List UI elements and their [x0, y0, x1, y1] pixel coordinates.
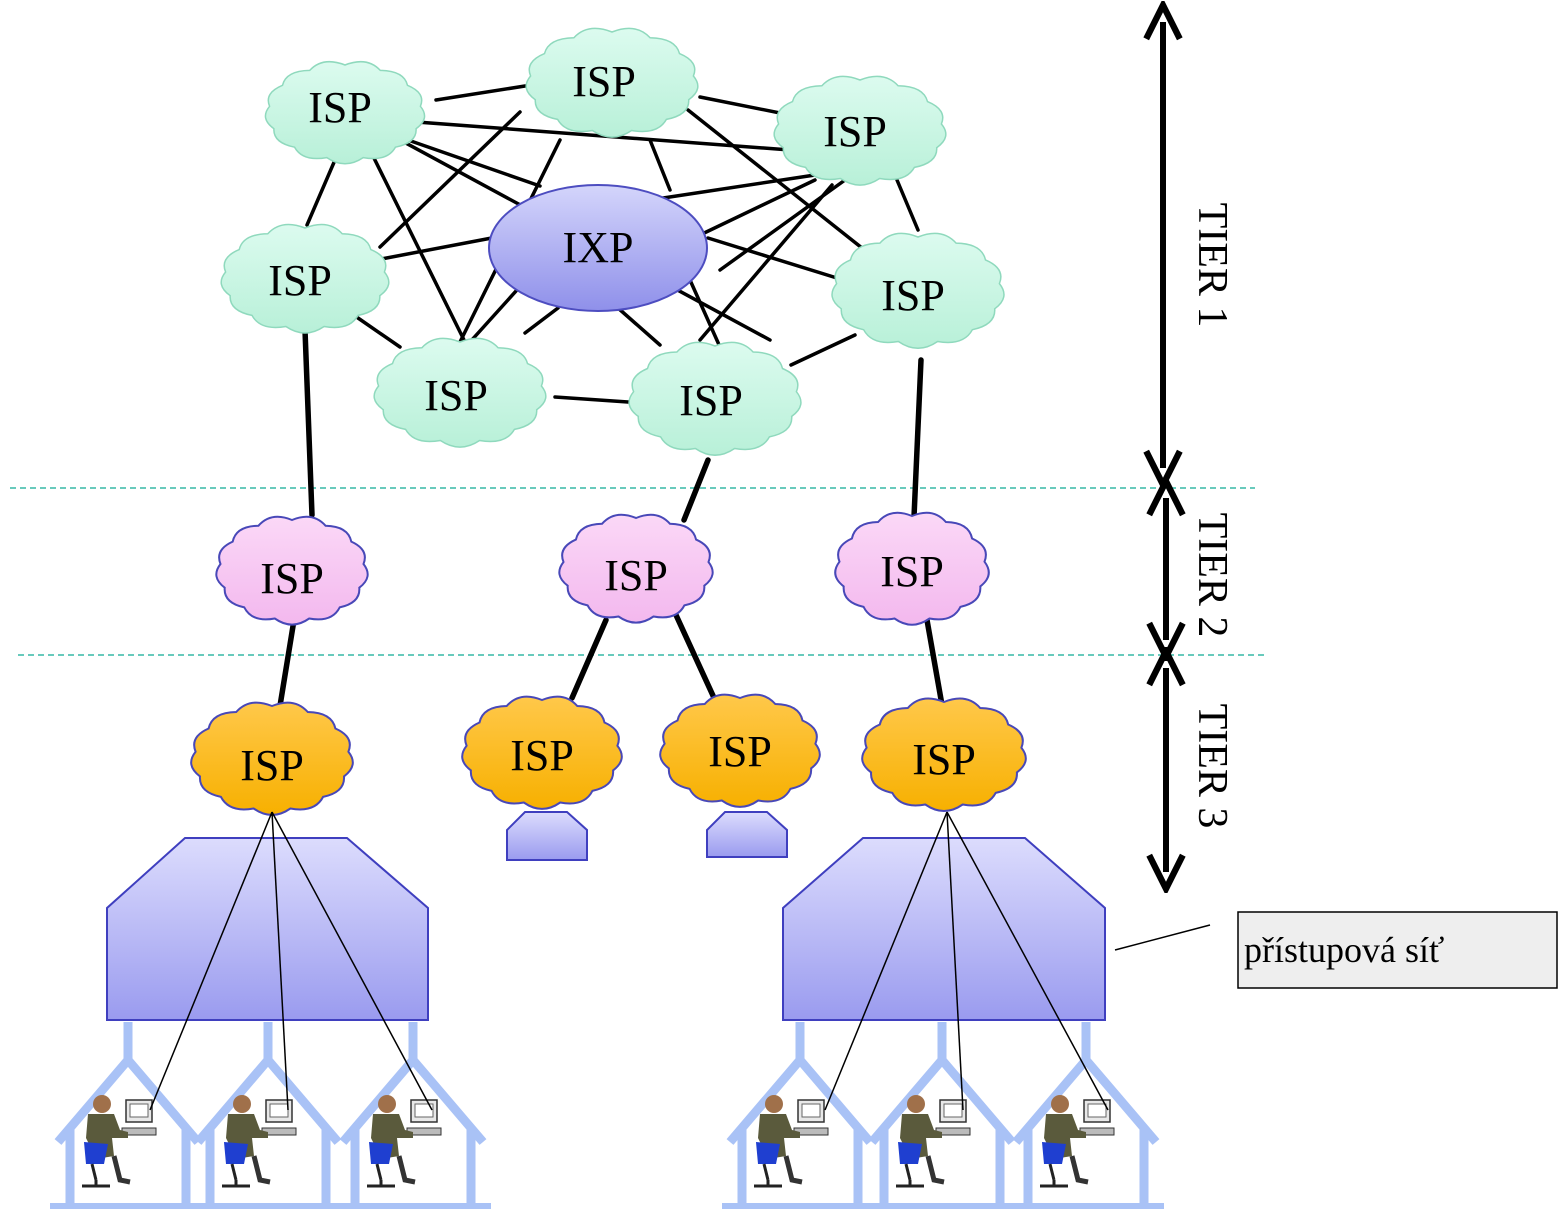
cloud-icon: [373, 337, 547, 448]
tier1-isp-5: ISP: [831, 232, 1005, 349]
tier2-isp-3: ISP: [834, 511, 990, 626]
house-icon: [339, 1022, 487, 1206]
house-6: [1008, 1022, 1164, 1209]
cloud-icon: [558, 513, 714, 624]
isp-label: ISP: [424, 371, 488, 420]
access-lines: [149, 811, 1109, 1111]
isp-label: ISP: [823, 107, 887, 156]
house-3: [335, 1022, 491, 1209]
tier3-label: TIER 3: [1189, 704, 1235, 829]
tier1-label: TIER 1: [1189, 203, 1235, 328]
isp-clouds: ISP ISP ISP ISP ISP ISP ISP ISP ISP ISP ISP ISP ISP I…: [190, 27, 1027, 816]
tier-arrows: [1163, 22, 1166, 872]
cloud-icon: [831, 232, 1005, 349]
isp-label: ISP: [572, 57, 636, 106]
homes: [50, 1022, 1164, 1209]
isp-label: ISP: [240, 741, 304, 790]
tier2-label: TIER 2: [1189, 513, 1235, 638]
tier2-isp-1: ISP: [215, 515, 369, 626]
isp-label: ISP: [308, 83, 372, 132]
small-access-network-1: [506, 811, 588, 861]
isp-label: ISP: [912, 735, 976, 784]
house-5: [864, 1022, 1020, 1209]
user-at-computer-icon: [222, 1095, 297, 1188]
tier3-isp-3: ISP: [659, 693, 821, 808]
access-network-label: přístupová síť: [1244, 930, 1444, 970]
house-icon: [54, 1022, 202, 1206]
cloud-icon: [659, 693, 821, 808]
tier3-isp-1: ISP: [190, 701, 354, 816]
user-at-computer-icon: [896, 1095, 971, 1188]
isp-label: ISP: [679, 376, 743, 425]
access-network-callout-line: [1114, 924, 1211, 951]
cloud-icon: [461, 695, 623, 810]
tier1-isp-7: ISP: [628, 341, 802, 456]
tier1-isp-2: ISP: [525, 27, 699, 138]
user-at-computer-icon: [1040, 1095, 1115, 1188]
tier3-isp-2: ISP: [461, 695, 623, 810]
cloud-icon: [834, 511, 990, 626]
access-network-callout: přístupová síť: [1237, 911, 1558, 989]
tier3-isp-4: ISP: [861, 697, 1027, 812]
isp-label: ISP: [708, 727, 772, 776]
access-network-right: [782, 837, 1106, 1021]
cloud-icon: [628, 341, 802, 456]
cloud-icon: [773, 75, 947, 186]
house-icon: [1012, 1022, 1160, 1206]
cloud-icon: [220, 223, 390, 334]
user-at-computer-icon: [754, 1095, 829, 1188]
tier1-isp-6: ISP: [373, 337, 547, 448]
house-icon: [726, 1022, 874, 1206]
isp-label: ISP: [604, 551, 668, 600]
ixp-label: IXP: [563, 223, 634, 272]
cloud-icon: [861, 697, 1027, 812]
house-1: [50, 1022, 206, 1209]
isp-label: ISP: [260, 554, 324, 603]
isp-label: ISP: [268, 256, 332, 305]
house-icon: [194, 1022, 342, 1206]
house-2: [190, 1022, 346, 1209]
isp-label: ISP: [881, 271, 945, 320]
user-at-computer-icon: [367, 1095, 442, 1188]
small-access-network-2: [706, 811, 788, 858]
tier2-isp-2: ISP: [558, 513, 714, 624]
inter-tier-links: [276, 327, 945, 715]
cloud-icon: [264, 60, 426, 165]
user-at-computer-icon: [82, 1095, 157, 1188]
isp-label: ISP: [880, 547, 944, 596]
tier1-isp-1: ISP: [264, 60, 426, 165]
isp-label: ISP: [510, 731, 574, 780]
house-icon: [868, 1022, 1016, 1206]
access-network-left: [106, 837, 429, 1021]
cloud-icon: [215, 515, 369, 626]
cloud-icon: [525, 27, 699, 138]
ixp-node: IXP: [488, 184, 708, 312]
house-4: [722, 1022, 878, 1209]
tier1-isp-3: ISP: [773, 75, 947, 186]
tier1-isp-4: ISP: [220, 223, 390, 334]
